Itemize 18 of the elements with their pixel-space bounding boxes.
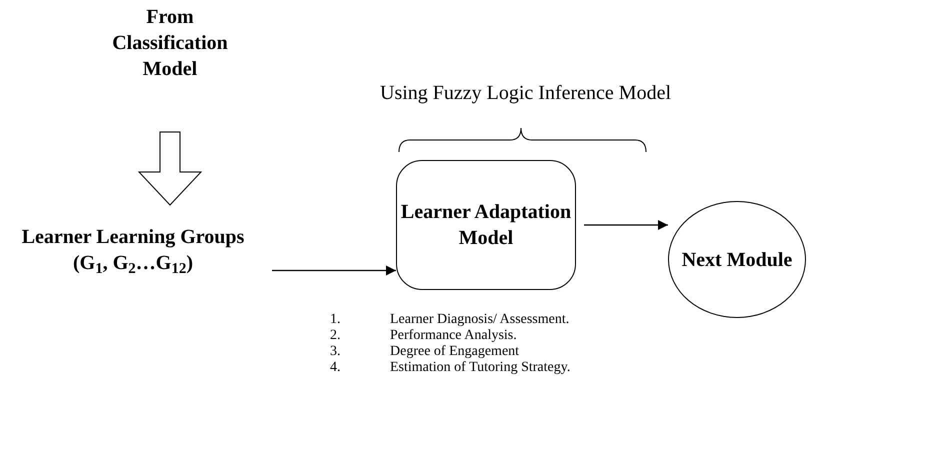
list-number: 4. xyxy=(329,360,342,376)
arrow xyxy=(272,266,396,276)
process-box xyxy=(396,160,576,290)
list-number: 2. xyxy=(329,328,342,344)
node-text: Learner Adaptation Model xyxy=(400,200,572,251)
list-number: 3. xyxy=(329,344,342,360)
ellipse-node xyxy=(668,201,806,318)
list-number: 1. xyxy=(329,312,342,328)
block-arrow xyxy=(138,132,202,206)
arrow xyxy=(584,220,668,230)
brace-label: Using Fuzzy Logic Inference Model xyxy=(380,81,670,106)
list-item: Learner Diagnosis/ Assessment. xyxy=(389,312,570,328)
list-item: Estimation of Tutoring Strategy. xyxy=(389,360,570,376)
list-item: Performance Analysis. xyxy=(389,328,518,344)
node-text: Next Module xyxy=(682,248,792,272)
node-text: Learner Learning Groups (G$_{1}$, G$_{2}$…G$_{12}$) xyxy=(20,225,246,276)
node-text: From Classification Model xyxy=(111,5,229,82)
list-item: Degree of Engagement xyxy=(389,344,520,360)
